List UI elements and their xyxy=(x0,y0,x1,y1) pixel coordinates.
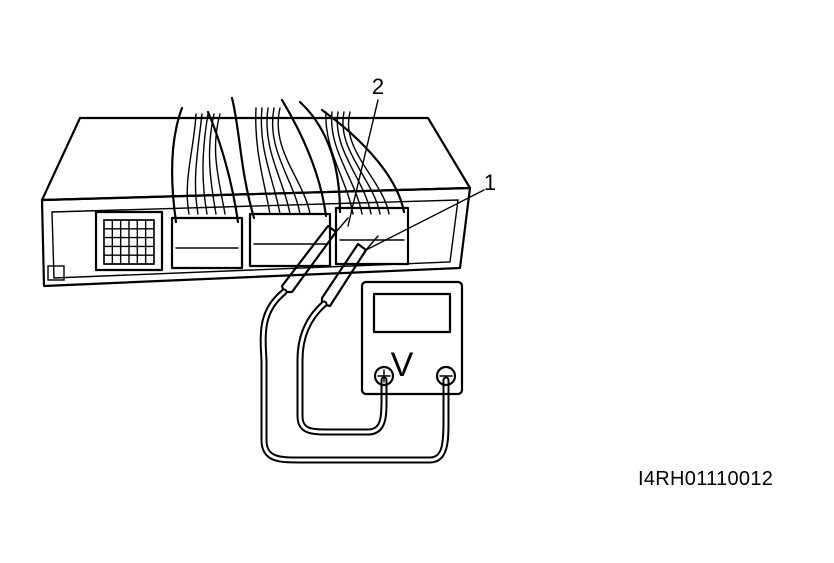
voltmeter: V xyxy=(360,280,464,396)
wire-harness-bundles xyxy=(171,96,406,224)
callout-1-number: 1 xyxy=(484,170,496,195)
harness-strand xyxy=(266,107,291,215)
callout-2-number: 2 xyxy=(372,74,384,99)
harness-strand xyxy=(325,111,354,215)
harness-strand xyxy=(208,113,217,215)
harness-strand xyxy=(214,113,226,215)
harness-strand xyxy=(202,113,209,215)
test-lead-negative xyxy=(296,300,388,436)
harness-connector-c xyxy=(334,206,410,266)
ecm-connector-left xyxy=(94,210,164,272)
harness-strand xyxy=(277,107,311,215)
harness-strand xyxy=(186,113,197,215)
test-probe-2 xyxy=(280,217,349,294)
harness-strand xyxy=(260,107,281,215)
harness-strand xyxy=(330,111,363,215)
harness-strand xyxy=(347,111,390,215)
harness-strand xyxy=(255,107,271,215)
ecm-unit xyxy=(40,116,472,288)
harness-strand xyxy=(271,107,301,215)
voltmeter-unit-label: V xyxy=(391,346,414,384)
callout-1: 1 xyxy=(365,170,496,251)
harness-strand xyxy=(336,111,372,215)
callout-2: 2 xyxy=(347,74,384,227)
plus-terminal-icon xyxy=(373,365,395,387)
test-lead-positive xyxy=(259,288,450,464)
harness-connector-a xyxy=(170,216,244,270)
test-probe-1 xyxy=(320,235,379,308)
figure-id: I4RH01110012 xyxy=(638,468,774,490)
harness-strand xyxy=(342,111,381,215)
harness-strand xyxy=(194,113,203,215)
minus-terminal-icon xyxy=(435,365,457,387)
